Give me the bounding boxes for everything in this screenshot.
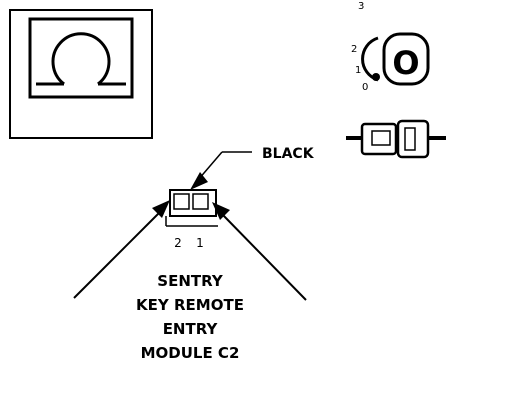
module-title-line-1: SENTRY [157, 272, 224, 290]
female-connector-half [396, 119, 430, 159]
left-pointer-arrowhead [152, 200, 170, 218]
locator-inner-frame [28, 17, 134, 99]
pin-number-2: 2 [174, 236, 182, 250]
pointer-arrows [73, 200, 307, 301]
module-title: SENTRY KEY REMOTE ENTRY MODULE C2 [136, 272, 244, 362]
module-title-line-3: ENTRY [163, 320, 219, 338]
locator-frame [9, 9, 153, 139]
connector-color-callout: BLACK [190, 146, 315, 190]
omega-icon [51, 32, 111, 86]
ignition-cylinder-arc [361, 36, 379, 82]
ignition-position-0: 0 [362, 82, 368, 93]
male-connector-pin [371, 130, 391, 146]
pin-number-1: 1 [196, 236, 204, 250]
key-letter: O [392, 44, 419, 82]
callout-arrowhead [190, 172, 208, 190]
ignition-position-3: 3 [358, 1, 364, 12]
male-connector-half [360, 122, 398, 156]
cavity-pin-1 [192, 193, 209, 210]
cavity-pin-2 [173, 193, 190, 210]
right-pointer-arrowhead [212, 202, 230, 220]
module-title-line-2: KEY REMOTE [136, 296, 244, 314]
key-head [382, 32, 430, 86]
ignition-key-icon: 3 2 1 0 O [351, 1, 430, 93]
ignition-position-2: 2 [351, 44, 357, 55]
locator-inset [9, 9, 153, 139]
female-connector-socket [404, 127, 416, 151]
left-pointer-line [73, 211, 161, 299]
connector-color-label: BLACK [262, 146, 315, 162]
right-pointer-line [221, 213, 307, 301]
ignition-indicator-dot [372, 73, 380, 81]
module-title-line-4: MODULE C2 [141, 344, 240, 362]
connector-symbol-icon [346, 119, 446, 159]
ignition-position-1: 1 [355, 65, 361, 76]
connector-c2-face: 2 1 [165, 189, 218, 250]
